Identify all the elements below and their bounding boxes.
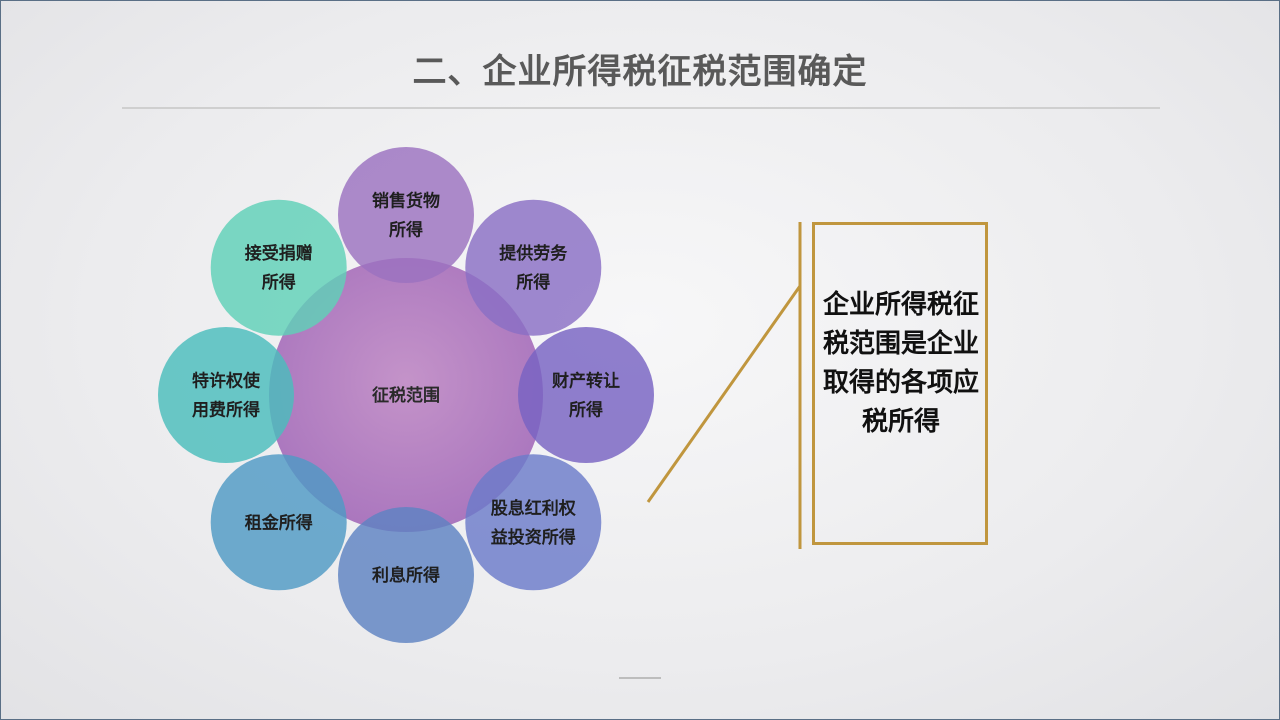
income-category-label: 所得 bbox=[516, 272, 550, 293]
income-category-circle bbox=[338, 147, 474, 283]
center-circle bbox=[269, 258, 543, 532]
income-category-label: 益投资所得 bbox=[491, 527, 576, 548]
income-category-label: 所得 bbox=[569, 400, 603, 421]
income-category-label: 所得 bbox=[262, 272, 296, 293]
income-category-label: 租金所得 bbox=[245, 512, 313, 533]
income-category-label: 股息红利权 bbox=[491, 498, 577, 519]
income-category-circle bbox=[465, 199, 602, 336]
income-category-label: 接受捐赠 bbox=[245, 243, 313, 264]
footer-mark bbox=[619, 677, 661, 679]
callout-text: 企业所得税征税范围是企业取得的各项应税所得 bbox=[822, 290, 979, 437]
income-category-circle bbox=[465, 454, 602, 591]
income-category-circle bbox=[210, 454, 347, 591]
income-category-label: 用费所得 bbox=[192, 400, 260, 421]
income-category-label: 提供劳务 bbox=[499, 243, 568, 264]
callout-box bbox=[812, 222, 988, 545]
title-divider bbox=[122, 107, 1160, 109]
slide-title: 二、企业所得税征税范围确定 bbox=[412, 52, 868, 92]
center-label: 征税范围 bbox=[372, 385, 440, 406]
callout-connector-line bbox=[646, 285, 802, 503]
income-category-circle bbox=[518, 327, 654, 463]
income-category-label: 销售货物 bbox=[372, 191, 440, 212]
income-category-circle bbox=[158, 327, 294, 463]
income-category-label: 特许权使 bbox=[192, 371, 261, 392]
income-category-circle bbox=[338, 507, 474, 643]
income-category-label: 利息所得 bbox=[372, 565, 440, 586]
income-category-label: 所得 bbox=[389, 220, 423, 241]
income-category-label: 财产转让 bbox=[551, 371, 620, 392]
income-category-circle bbox=[210, 199, 347, 336]
